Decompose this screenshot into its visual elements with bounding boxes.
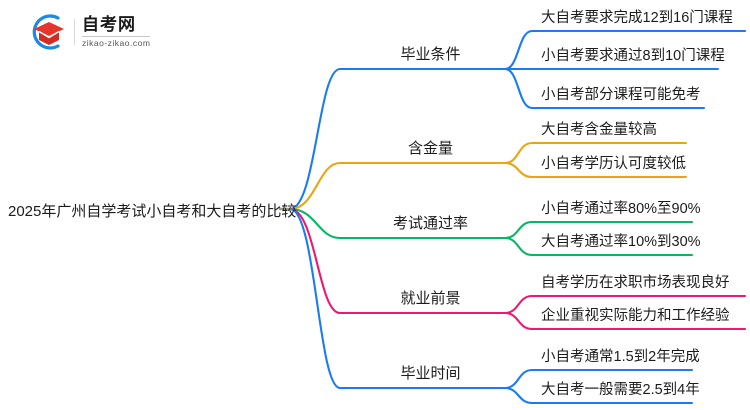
mindmap-edge — [503, 29, 747, 71]
mindmap-edge — [503, 236, 694, 257]
mindmap-edge — [503, 386, 694, 405]
mindmap-branch-label[interactable]: 含金量 — [407, 140, 454, 157]
mindmap-edge — [288, 207, 507, 240]
mindmap-leaf-label[interactable]: 小自考通常1.5到2年完成 — [541, 349, 700, 365]
graduation-cap-icon — [28, 11, 70, 53]
logo-rule — [82, 36, 151, 38]
mindmap-edge — [503, 368, 694, 390]
logo-subtitle: zikao-zikao.com — [82, 38, 151, 49]
logo-wordmark: 自考网 zikao-zikao.com — [82, 15, 151, 49]
mindmap-branch-label[interactable]: 就业前景 — [400, 290, 461, 307]
mindmap-edge — [503, 161, 688, 179]
logo-divider — [74, 19, 75, 45]
mindmap-branch-label[interactable]: 毕业时间 — [400, 365, 461, 382]
mindmap-edge — [288, 207, 507, 390]
mindmap-leaf-label[interactable]: 小自考学历认可度较低 — [541, 156, 686, 172]
mindmap-leaf-label[interactable]: 大自考一般需要2.5到4年 — [541, 382, 700, 398]
mindmap-leaf-label[interactable]: 企业重视实际能力和工作经验 — [541, 308, 730, 324]
mindmap-leaf-label[interactable]: 小自考要求通过8到10门课程 — [541, 48, 725, 64]
mindmap-leaf-label[interactable]: 大自考含金量较高 — [541, 122, 657, 138]
mindmap-leaf-label[interactable]: 大自考通过率10%到30% — [541, 234, 701, 250]
mindmap-leaf-label[interactable]: 小自考通过率80%至90% — [541, 201, 701, 217]
logo-title: 自考网 — [82, 15, 136, 35]
mindmap-edge — [503, 67, 706, 110]
mindmap-leaf-label[interactable]: 小自考部分课程可能免考 — [541, 87, 701, 103]
mindmap-branch-label[interactable]: 考试通过率 — [392, 215, 469, 232]
mindmap-edge — [288, 161, 507, 211]
mindmap-edge — [288, 207, 507, 315]
mindmap-branch-label[interactable]: 毕业条件 — [400, 46, 461, 63]
mindmap-leaf-label[interactable]: 自考学历在求职市场表现良好 — [541, 275, 730, 291]
mindmap-edge — [503, 141, 688, 165]
mindmap-leaf-label[interactable]: 大自考要求完成12到16门课程 — [541, 10, 733, 26]
mindmap-root-label[interactable]: 2025年广州自学考试小自考和大自考的比较 — [8, 203, 297, 220]
site-logo[interactable]: 自考网 zikao-zikao.com — [28, 11, 178, 53]
mindmap-edge — [503, 311, 747, 331]
mindmap-edge — [288, 67, 507, 211]
